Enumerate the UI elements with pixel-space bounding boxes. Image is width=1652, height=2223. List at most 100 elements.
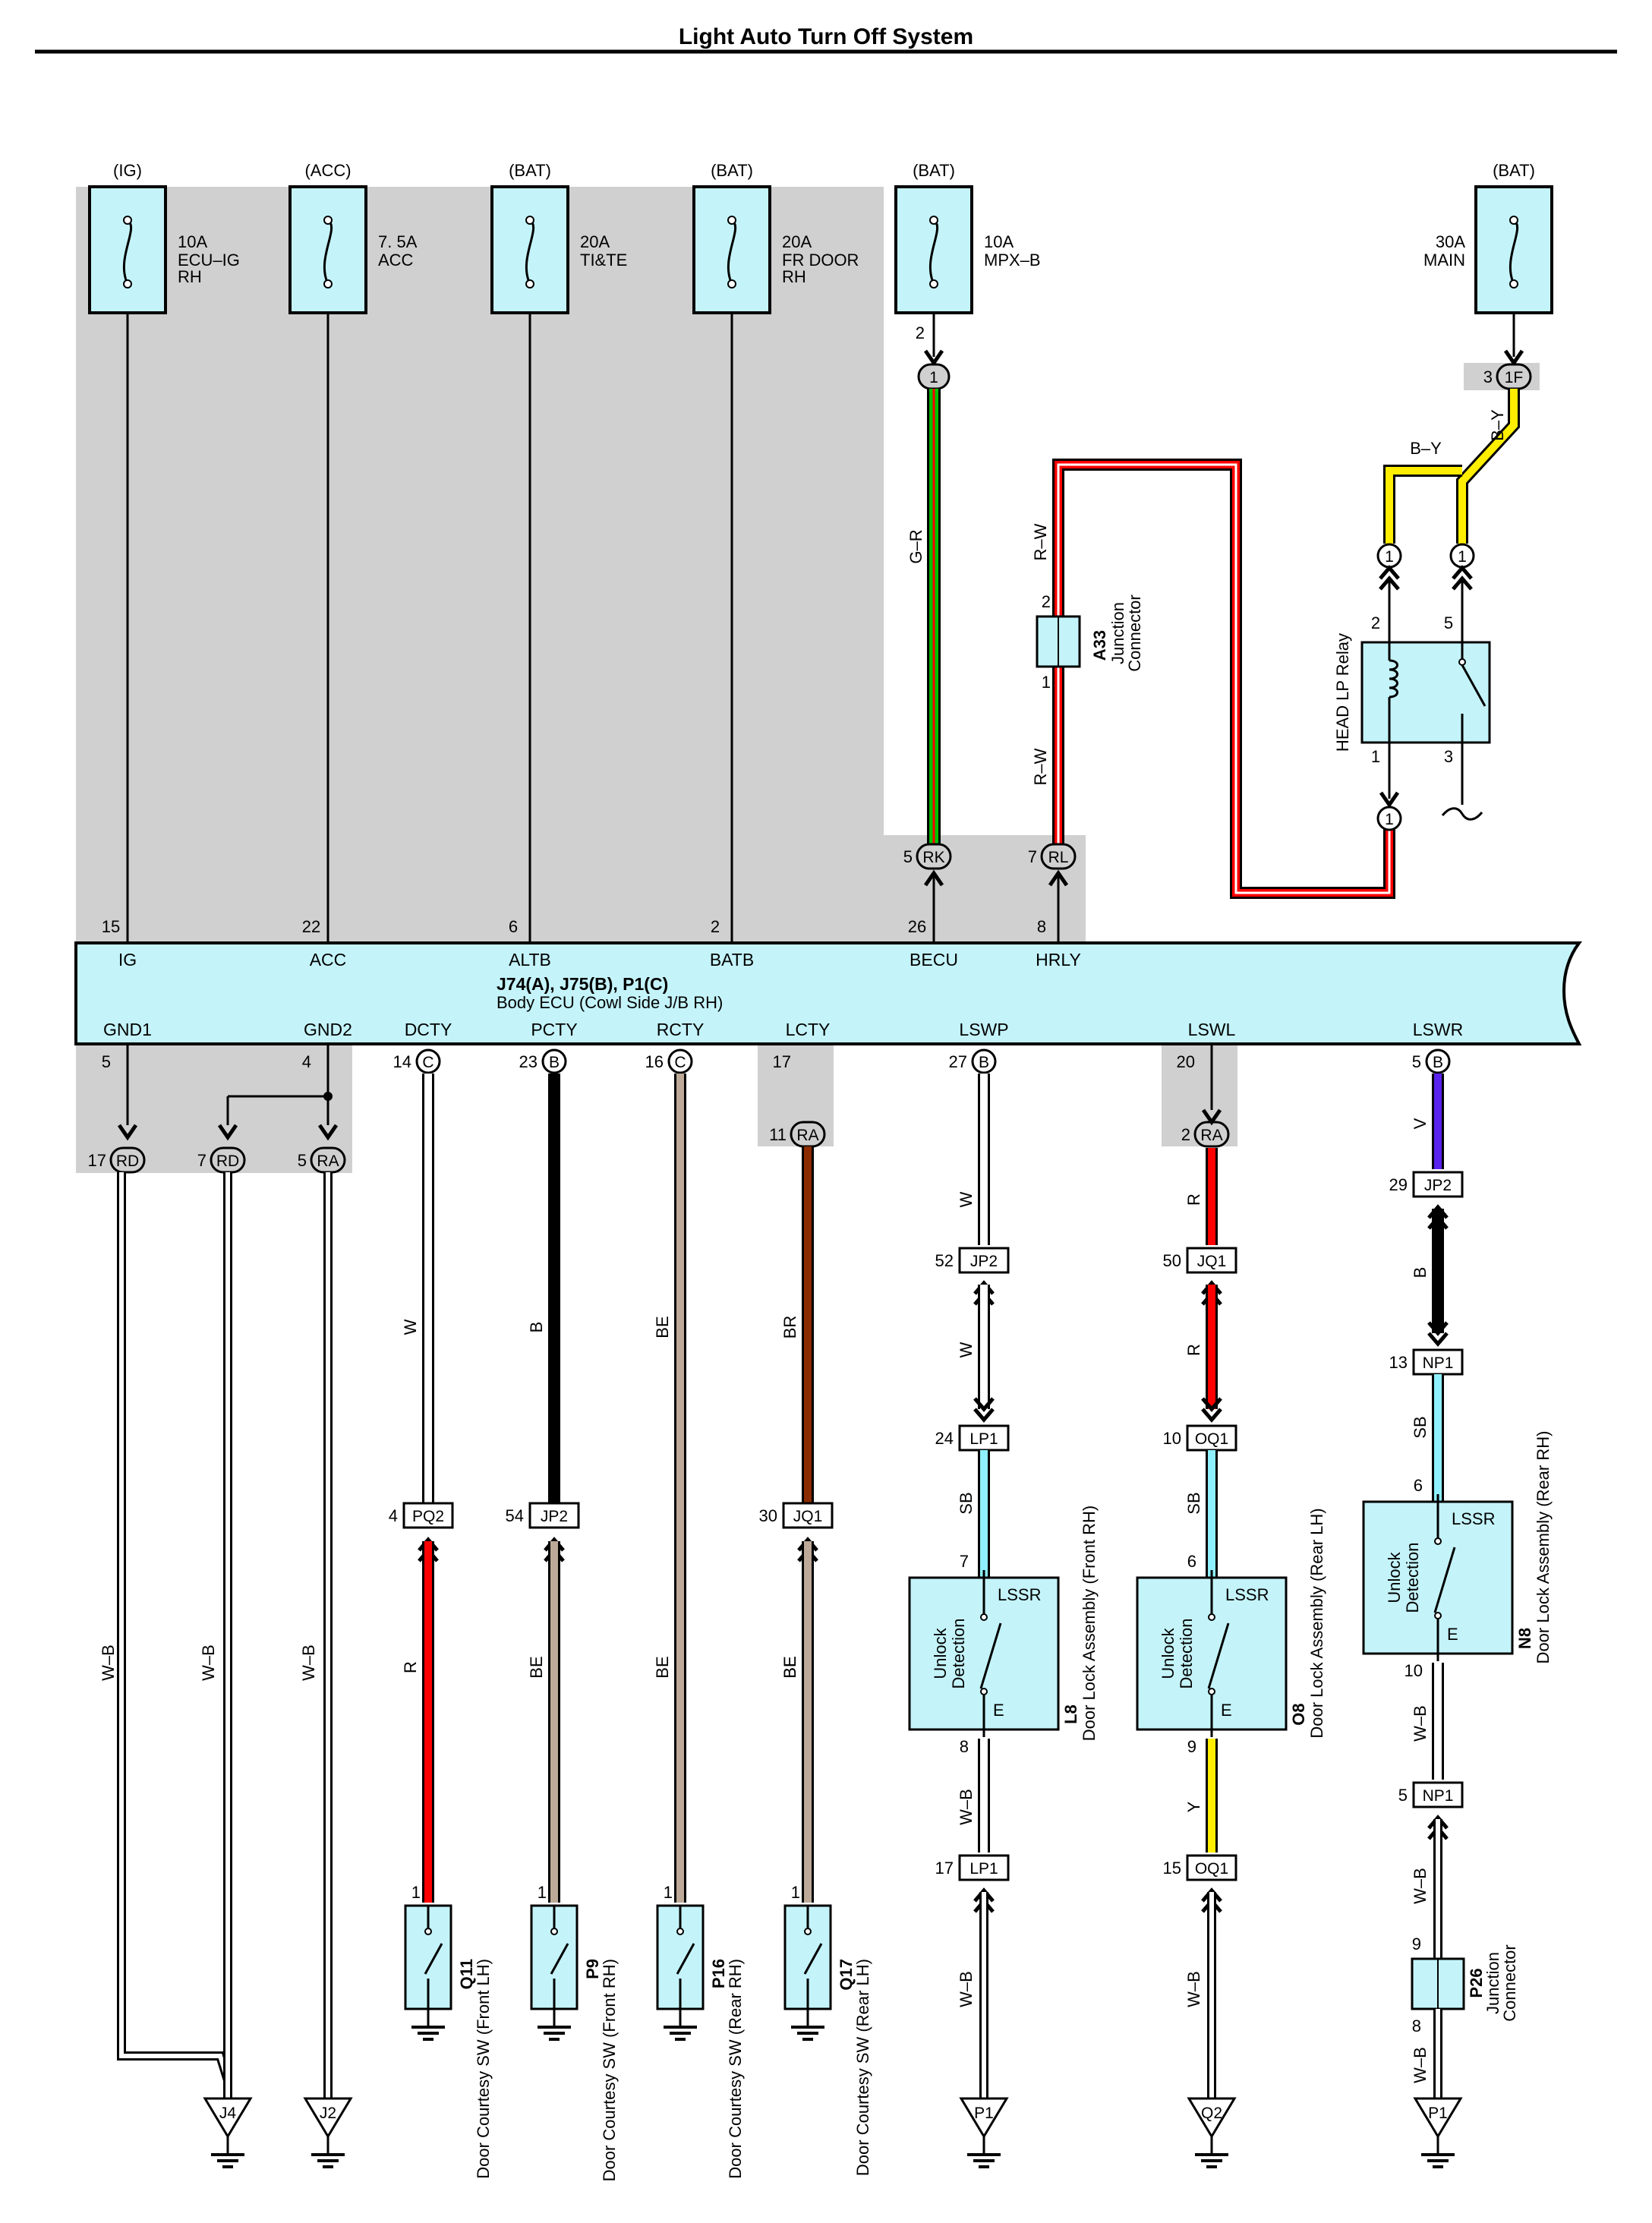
jb-conn-1-pin: 7 [197,1151,206,1170]
jb-conn-4-label: RA [1200,1127,1222,1144]
p26-code: P26 [1467,1968,1486,1998]
door-lock-node2-2 [1434,1612,1442,1619]
fuse-name-3-0: FR DOOR [782,251,859,270]
by-wire-1 [1458,389,1518,544]
relay-out-conn-label: 1 [1385,811,1394,828]
courtesy-sw-node-0 [424,1928,432,1935]
jb-conn-0-label: RD [116,1152,139,1170]
inline-conn-JQ1-3 [782,1502,834,1529]
ecu-top-pin-name-3: BATB [710,950,754,970]
ground-q2-3-label: Q2 [1201,2105,1222,2122]
lswr-b-label: B [1411,1267,1430,1279]
ground-p1-4-label: P1 [1428,2105,1448,2122]
door-lock-det1-2: Unlock [1385,1551,1404,1603]
courtesy-bot-label-1: BE [527,1656,546,1678]
courtesy-top-label-1: B [527,1322,546,1333]
ecu-bot-conn-3-label: B [549,1054,560,1071]
lswl-r-label-2: R [1184,1344,1203,1356]
jb-conn-1-label: RD [216,1152,239,1170]
ecu-bot-pin-name-2: DCTY [405,1020,452,1039]
inline-conn-lswp-jp2-pin: 52 [935,1251,954,1270]
mpx-conn-label: 1 [929,369,938,386]
inline-conn-PQ2-0 [402,1502,454,1529]
courtesy-code-3: Q17 [837,1959,856,1991]
door-lock-node2-0 [980,1688,988,1695]
ecu-bot-pin-name-0: GND1 [103,1020,152,1039]
ecu-top-pin-name-4: BECU [910,950,958,970]
jb-conn-2-label: RA [317,1152,339,1170]
lswp-sb-label: SB [957,1492,976,1514]
door-lock-pin-in-0: 7 [960,1552,969,1571]
fuse-top-node-2 [525,216,534,225]
inline-conn-lswr-np1-2 [1412,1781,1464,1808]
ecu-bot-pin-name-3: PCTY [531,1020,577,1039]
inline-conn-lswr-np1-2-label: NP1 [1423,1787,1454,1805]
ecu-bot-pin-name-5: LCTY [786,1020,831,1039]
relay-pin-1: 5 [1444,613,1453,632]
by-wire-2-outline [1383,465,1462,544]
ground-j4-0-label: J4 [219,2105,237,2122]
courtesy-bot-label-3: BE [780,1656,799,1678]
ecu-bot-pin-num-2: 14 [393,1052,411,1071]
ecu-bot-pin-num-1: 4 [302,1052,311,1071]
ecu-top-pin-name-2: ALTB [509,950,551,970]
lswl-arrow [1201,1108,1222,1126]
door-lock-arm-2 [1433,1547,1456,1613]
door-lock-gnd-2: E [1447,1625,1458,1644]
wb-wire-1 [119,1172,230,2098]
courtesy-pin-0: 1 [411,1883,421,1902]
ground-j2-1 [303,2097,353,2139]
jb-conn-2-pin: 5 [298,1151,307,1170]
fuse-top-node-5 [1509,216,1518,225]
inline-conn-JQ1-3-label: JQ1 [793,1508,823,1525]
fuse-source-3: (BAT) [711,161,753,180]
lswp-arrow-2 [973,1397,995,1423]
a33-name-1: Connector [1125,594,1144,672]
door-lock-sw-0: LSSR [998,1585,1041,1604]
wb-wire-1-outline [117,1172,232,2098]
ecu-bot-conn-6 [971,1048,997,1074]
ecu-bot-pin-num-3: 23 [519,1052,538,1071]
lswp-wb-label-2: W–B [957,1971,976,2007]
courtesy-name-0: Door Courtesy SW (Front LH) [474,1959,493,2179]
door-lock-det1-0: Unlock [931,1627,950,1679]
door-lock-pin-out-0: 8 [960,1737,969,1756]
a33-name-0: Junction [1108,602,1127,664]
relay-contact-arm [1461,664,1486,707]
door-lock-name-1: Door Lock Assembly (Rear LH) [1307,1508,1326,1738]
door-lock-arm-1 [1207,1622,1230,1689]
a33-pin-top: 2 [1042,592,1051,611]
fuse-bot-node-3 [727,279,736,289]
lswl-sb-label: SB [1184,1492,1203,1514]
gr-label: G–R [906,529,925,563]
ground-p1-2-label: P1 [974,2105,994,2122]
fuse-rating-2: 20A [580,232,610,251]
fuse-name-2-0: TI&TE [580,251,627,270]
door-lock-pin-out-1: 9 [1187,1737,1196,1756]
door-lock-sw-2: LSSR [1452,1509,1495,1528]
ecu-bot-pin-num-0: 5 [102,1052,111,1071]
body-ecu [74,941,1582,1045]
relay-pin-0: 2 [1371,613,1380,632]
door-lock-pin-out-2: 10 [1405,1661,1423,1680]
p26-pin-bottom: 8 [1412,2016,1421,2035]
inline-conn-lswp-jp2 [958,1247,1010,1274]
inline-conn-lswr-jp2 [1412,1171,1464,1198]
courtesy-name-1: Door Courtesy SW (Front RH) [600,1959,619,2181]
inline-conn-lswr-np1-pin: 13 [1389,1353,1408,1372]
inline-conn-JQ1-3-pin: 30 [759,1506,777,1525]
p26-name-1: Connector [1500,1944,1519,2022]
fuse-source-4: (BAT) [913,161,955,180]
door-lock-node-1 [1208,1613,1215,1621]
fuse-bot-node-4 [929,279,938,289]
fuse-top-node-4 [929,216,938,225]
inline-conn-lswl-oq1-pin: 10 [1163,1429,1181,1448]
courtesy-pin-3: 1 [791,1883,800,1902]
gnd2-arrow [317,1124,339,1141]
relay-pin-3: 3 [1444,747,1453,766]
courtesy-sw-node-3 [804,1928,812,1935]
head-lp-relay [1360,641,1491,744]
ecu-bot-conn-2 [415,1048,441,1074]
inline-conn-lswp-lp1-2-pin: 17 [935,1859,954,1878]
rw-label-top: R–W [1031,523,1050,560]
